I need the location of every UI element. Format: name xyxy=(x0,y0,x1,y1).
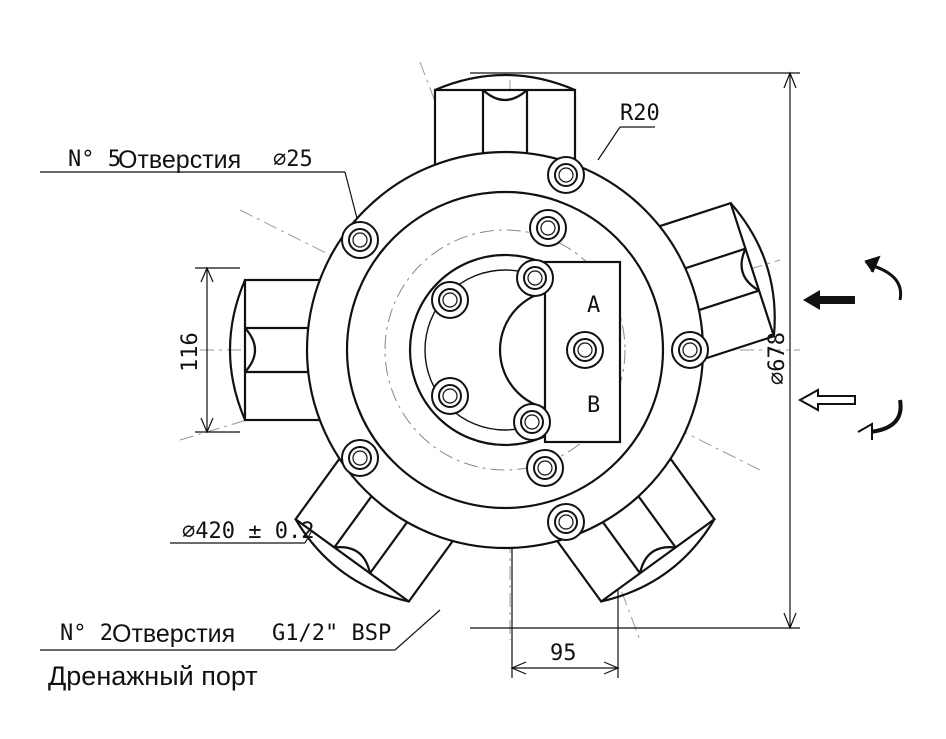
offset-label: 95 xyxy=(550,641,577,666)
flow-arrows xyxy=(797,290,856,412)
drain-text: Отверстия xyxy=(112,620,235,648)
port-a-label: A xyxy=(587,293,600,318)
holes-prefix: N° 5 xyxy=(68,147,121,172)
arrow-left-outline-icon xyxy=(797,388,856,412)
outer-diameter-label: ⌀678 xyxy=(765,332,790,385)
holes-dim: ⌀25 xyxy=(273,147,313,172)
housing xyxy=(305,150,705,550)
radius-label: R20 xyxy=(620,101,660,126)
arrow-left-filled-icon xyxy=(803,290,855,310)
rotation-arrows xyxy=(857,255,903,440)
arrow-ccw-icon xyxy=(869,399,903,434)
arrow-cw-icon xyxy=(869,263,903,301)
drain-caption: Дренажный порт xyxy=(48,661,258,691)
port-b-label: B xyxy=(587,393,600,418)
drain-prefix: N° 2 xyxy=(60,621,113,646)
pcd-label: ⌀420 ± 0.2 xyxy=(182,519,314,544)
width-label: 116 xyxy=(178,332,203,372)
holes-text: Отверстия xyxy=(118,146,241,174)
drain-dim: G1/2" BSP xyxy=(272,621,391,646)
